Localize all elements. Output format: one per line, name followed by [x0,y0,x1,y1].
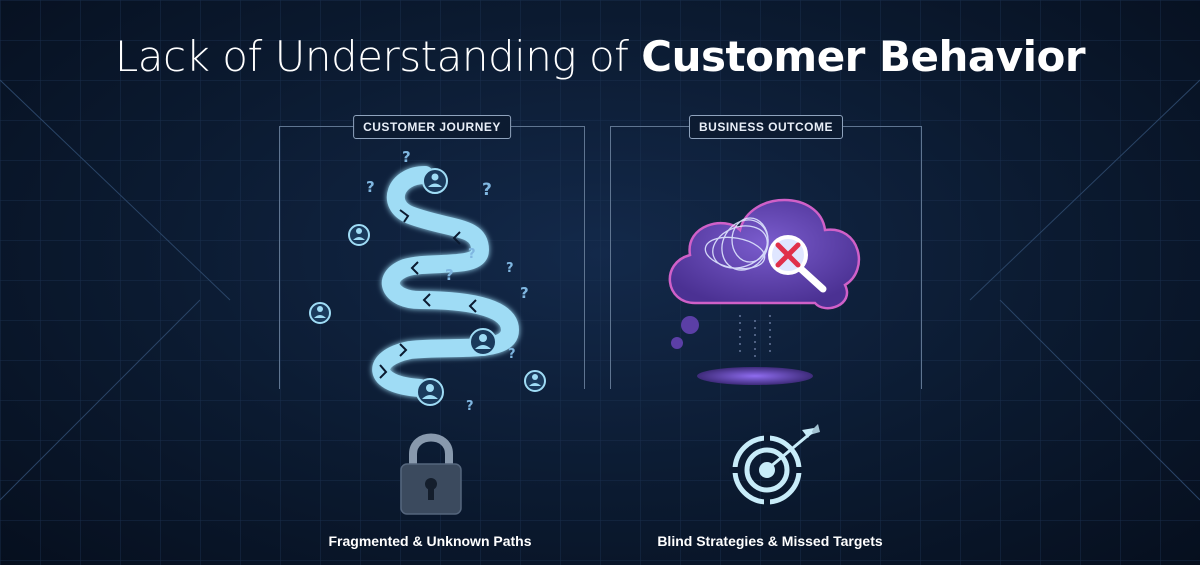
user-icon [422,168,448,194]
customer-journey-label: CUSTOMER JOURNEY [353,115,511,139]
user-icon [469,328,497,356]
svg-text:?: ? [366,178,375,196]
svg-text:?: ? [402,150,411,166]
page-title: Lack of Understanding of Customer Behavi… [0,32,1200,81]
svg-text:?: ? [445,266,454,284]
target-icon [729,424,820,508]
user-icon [416,378,444,406]
svg-text:?: ? [508,347,516,362]
business-outcome-panel: BUSINESS OUTCOME [610,115,922,389]
business-outcome-caption: Blind Strategies & Missed Targets [657,533,883,549]
question-mark-icon: ? ? ? ? ? ? ? ? ? [366,150,529,410]
user-icon [348,224,370,246]
svg-text:?: ? [466,399,474,410]
customer-journey-panel: CUSTOMER JOURNEY [279,115,585,389]
user-icon [524,370,546,392]
svg-text:?: ? [468,247,476,262]
svg-text:?: ? [520,284,529,302]
title-bold: Customer Behavior [641,32,1086,81]
fragmented-path-icon: ? ? ? ? ? ? ? ? ? [309,150,546,410]
user-icon [309,302,331,324]
magnifier-icon [768,235,827,293]
title-light: Lack of Understanding of [114,32,642,81]
business-outcome-label: BUSINESS OUTCOME [688,115,844,139]
svg-text:?: ? [506,261,514,276]
cloud-icon [668,198,861,385]
svg-text:?: ? [482,180,492,200]
customer-journey-caption: Fragmented & Unknown Paths [328,533,532,549]
lock-icon [400,433,462,515]
